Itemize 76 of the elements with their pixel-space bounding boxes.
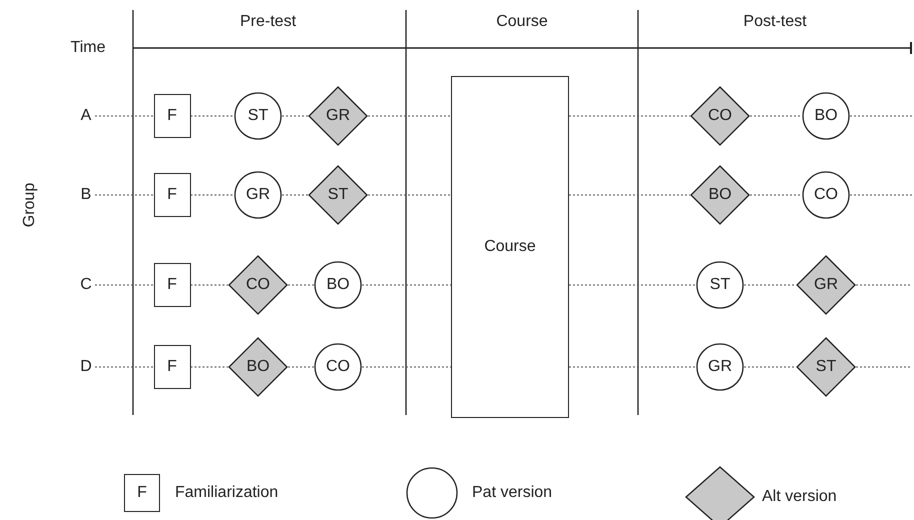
row-label: A — [77, 105, 95, 127]
circle-node — [696, 343, 744, 391]
dotted-connector — [568, 284, 696, 286]
dotted-connector — [190, 284, 228, 286]
diamond-node — [690, 165, 750, 225]
circle-node — [696, 261, 744, 309]
dotted-connector — [362, 284, 452, 286]
row-label: C — [77, 274, 95, 296]
phase-header: Course — [496, 14, 548, 30]
dotted-connector — [190, 366, 228, 368]
circle-node — [802, 171, 850, 219]
dotted-connector — [190, 194, 234, 196]
node-label: ST — [816, 359, 836, 375]
node-label: ST — [248, 108, 268, 124]
legend-text: Alt version — [762, 489, 837, 505]
circle-node — [234, 171, 282, 219]
circle-node — [314, 343, 362, 391]
square-node — [154, 263, 190, 307]
node-label: F — [167, 277, 177, 293]
dotted-connector — [94, 366, 154, 368]
node-label: GR — [246, 187, 270, 203]
dotted-connector — [288, 284, 314, 286]
node-label: GR — [708, 359, 732, 375]
dotted-connector — [94, 284, 154, 286]
node-label: F — [167, 187, 177, 203]
dotted-connector — [368, 194, 452, 196]
course-box — [451, 76, 569, 418]
node-label: CO — [246, 277, 270, 293]
dotted-connector — [744, 284, 796, 286]
node-label: BO — [814, 108, 838, 124]
square-node — [154, 173, 190, 217]
legend-symbol-label: F — [137, 485, 147, 501]
diamond-node — [796, 255, 856, 315]
node-label: CO — [814, 187, 838, 203]
diamond-node — [308, 86, 368, 146]
phase-header: Post-test — [743, 14, 807, 30]
dotted-connector — [856, 366, 912, 368]
dotted-connector — [744, 366, 796, 368]
legend-text: Familiarization — [175, 485, 278, 501]
dotted-connector — [856, 284, 912, 286]
diamond-node — [228, 255, 288, 315]
dotted-connector — [94, 194, 154, 196]
row-label: D — [77, 356, 95, 378]
node-label: BO — [246, 359, 270, 375]
node-label: CO — [326, 359, 350, 375]
diamond-node — [228, 337, 288, 397]
node-label: ST — [710, 277, 730, 293]
dotted-connector — [750, 194, 802, 196]
node-label: BO — [708, 187, 732, 203]
axis-label: Time — [70, 40, 106, 56]
dotted-connector — [282, 194, 308, 196]
circle-node — [314, 261, 362, 309]
node-label: ST — [328, 187, 348, 203]
circle-node — [802, 92, 850, 140]
phase-header: Pre-test — [240, 14, 296, 30]
diamond-node — [308, 165, 368, 225]
node-label: GR — [814, 277, 838, 293]
node-label: F — [167, 108, 177, 124]
diamond-node — [690, 86, 750, 146]
node-label: Course — [484, 239, 536, 255]
legend-text: Pat version — [472, 485, 552, 501]
dotted-connector — [568, 366, 696, 368]
square-node — [154, 345, 190, 389]
node-label: F — [167, 359, 177, 375]
dotted-connector — [850, 194, 912, 196]
dotted-connector — [362, 366, 452, 368]
diamond-node — [796, 337, 856, 397]
row-label: B — [77, 184, 95, 206]
axis-label: Group — [22, 182, 38, 228]
node-label: BO — [326, 277, 350, 293]
dotted-connector — [288, 366, 314, 368]
dotted-connector — [568, 194, 690, 196]
node-label: CO — [708, 108, 732, 124]
circle-node — [234, 92, 282, 140]
square-node — [154, 94, 190, 138]
node-label: GR — [326, 108, 350, 124]
